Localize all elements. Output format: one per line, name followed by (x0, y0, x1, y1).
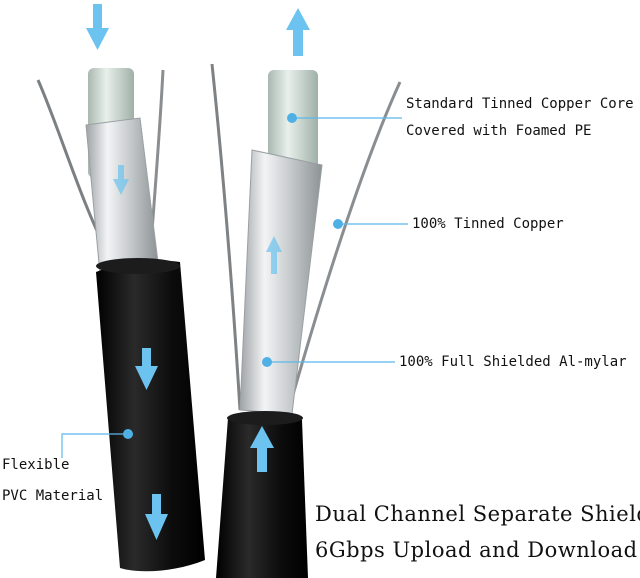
left-foil-shield (85, 117, 159, 275)
label-flexible: Flexible (2, 457, 70, 473)
label-al-mylar: 100% Full Shielded Al-mylar (399, 354, 627, 370)
arrow-up-icon (250, 426, 274, 472)
arrow-up-icon (266, 236, 282, 274)
right-drain-wire-outer (210, 63, 242, 411)
left-cable (36, 68, 205, 572)
leader-pvc (61, 429, 133, 458)
arrow-down-icon (113, 165, 129, 195)
label-pvc-material: PVC Material (2, 488, 104, 504)
right-jacket-end (227, 411, 303, 425)
arrow-up-icon (286, 8, 310, 56)
label-core-line1: Standard Tinned Copper Core (406, 96, 634, 112)
label-core-line2: Covered with Foamed PE (406, 123, 592, 139)
label-tinned-copper: 100% Tinned Copper (412, 216, 564, 232)
right-cable (210, 63, 402, 578)
right-core (268, 70, 318, 180)
arrow-down-icon (86, 4, 109, 50)
right-foil-shield (239, 149, 323, 415)
leader-mylar (262, 357, 395, 367)
arrow-down-icon (145, 494, 168, 540)
leader-core (287, 113, 402, 123)
right-drain-wire-inner (286, 81, 402, 413)
left-jacket (96, 260, 205, 572)
headline-upload-download: 6Gbps Upload and Download (315, 538, 638, 562)
left-jacket-end (96, 258, 180, 274)
right-jacket (216, 412, 308, 578)
leader-copper (333, 219, 408, 229)
arrow-down-icon (135, 348, 158, 390)
headline-dual-channel: Dual Channel Separate Shield (315, 502, 640, 526)
